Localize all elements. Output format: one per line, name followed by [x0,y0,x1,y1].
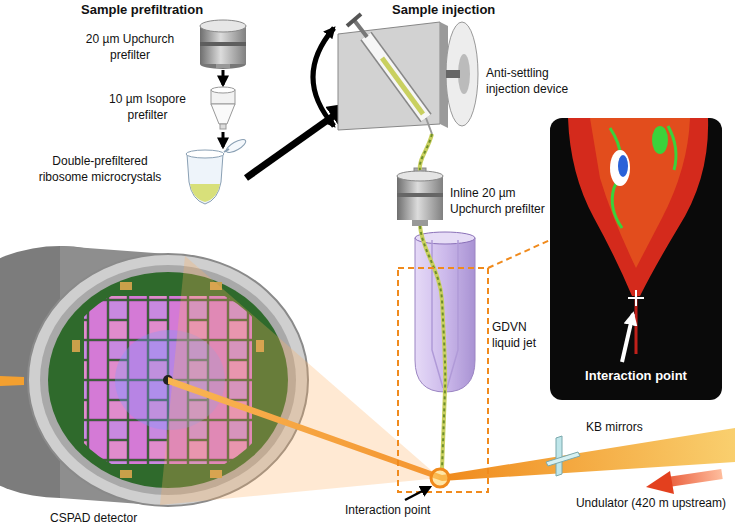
inline-prefilter [397,168,443,226]
part-label: Interaction point [345,503,430,519]
section-heading: Sample injection [392,2,495,19]
nozzle-micrograph [568,118,708,296]
crystal-stream [420,226,445,469]
prefilter-icons [222,132,225,147]
part-label: GDVN liquid jet [492,320,546,351]
injection-device [354,20,367,37]
prefilter-icons [224,137,247,155]
pointer-arrow [405,487,430,500]
prefilter-icons [186,150,224,158]
prefilter-icons [186,20,248,204]
crystal-stream [420,134,432,170]
interaction-point-marker [431,469,449,487]
nozzle-micrograph [590,118,690,268]
prefilter-icons [222,70,225,85]
nozzle-micrograph [550,118,722,400]
part-label: Inline 20 µm Upchurch prefilter [450,186,546,217]
injection-device [313,14,478,134]
nozzle-micrograph [610,150,630,186]
part-label: KB mirrors [586,420,643,436]
inset-label: Interaction point [550,368,722,385]
undulator-arrow [668,474,722,482]
nozzle-micrograph [652,126,668,154]
transfer-arrow [246,107,346,178]
cspad-detector [120,282,132,290]
injection-device [338,22,440,130]
part-label: Double-prefiltered ribosome microcrystal… [30,154,170,185]
part-label: Undulator (420 m upstream) [575,496,727,512]
cspad-detector [72,340,80,352]
zoom-frame [398,240,550,492]
crystal-stream [420,134,446,469]
pointer-arrow [405,487,430,500]
zoom-frame [398,268,488,492]
part-label: Anti-settling injection device [486,66,586,97]
part-label: 20 µm Upchurch prefilter [75,32,185,63]
prefilter-icons [216,64,230,68]
crystal-stream [420,134,432,170]
injection-device [426,118,432,134]
injection-device [446,22,478,126]
x-ray-beam [0,376,24,386]
prefilter-icons [190,184,220,202]
transfer-arrow [246,107,346,178]
injection-device [446,70,460,78]
cspad-detector [120,470,132,478]
part-label: 10 µm Isopore prefilter [95,92,200,123]
undulator-arrow [646,471,674,494]
kb-mirrors [546,452,580,466]
prefilter-icons [224,149,229,152]
injection-device [366,36,426,118]
prefilter-icons [211,104,235,124]
section-heading: Sample prefiltration [81,2,203,19]
part-label: CSPAD detector [50,511,137,527]
nozzle-micrograph [568,118,708,362]
inline-prefilter [397,193,443,197]
zoom-frame [488,240,550,268]
injection-device [366,36,426,118]
nozzle-micrograph [618,155,628,177]
nozzle-micrograph [635,290,637,306]
injection-device [382,58,423,114]
x-ray-beam [442,428,735,481]
inline-prefilter [397,171,443,181]
prefilter-icons [187,154,223,204]
nozzle-micrograph [668,126,676,170]
kb-mirrors [556,436,562,476]
inset-panel: Interaction point [550,118,722,400]
undulator-arrow [646,471,722,494]
nozzle-micrograph [622,314,633,362]
inline-prefilter [397,176,443,220]
injection-device [347,14,361,26]
prefilter-icons [200,42,246,46]
kb-mirrors [546,436,580,476]
injection-device [313,28,334,126]
interaction-point-marker [431,469,449,487]
crystal-stream [420,226,445,469]
prefilter-icons [200,20,246,32]
inline-prefilter [412,220,428,226]
prefilter-icons [220,124,226,129]
prefilter-icons [211,87,235,93]
